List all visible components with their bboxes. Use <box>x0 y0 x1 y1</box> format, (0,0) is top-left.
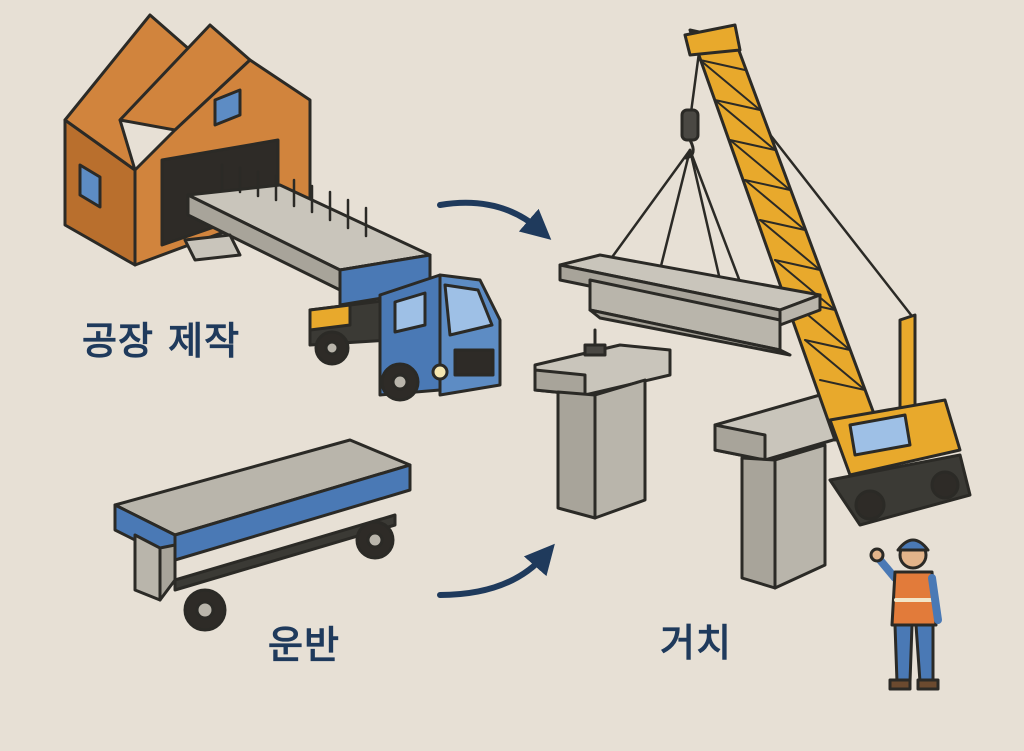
bridge-pier-icon <box>533 343 672 520</box>
crane-icon <box>608 23 972 527</box>
arrow-icon <box>437 199 552 240</box>
step-label-install: 거치 <box>660 621 732 665</box>
factory-building-icon <box>63 13 312 267</box>
truck-icon <box>308 253 502 402</box>
step-label-transport: 운반 <box>268 623 340 667</box>
step-label-factory: 공장 제작 <box>82 319 241 363</box>
trailer-icon <box>113 438 412 632</box>
arrow-icon <box>437 543 555 598</box>
girder-icon <box>558 253 822 357</box>
worker-icon <box>869 538 942 691</box>
